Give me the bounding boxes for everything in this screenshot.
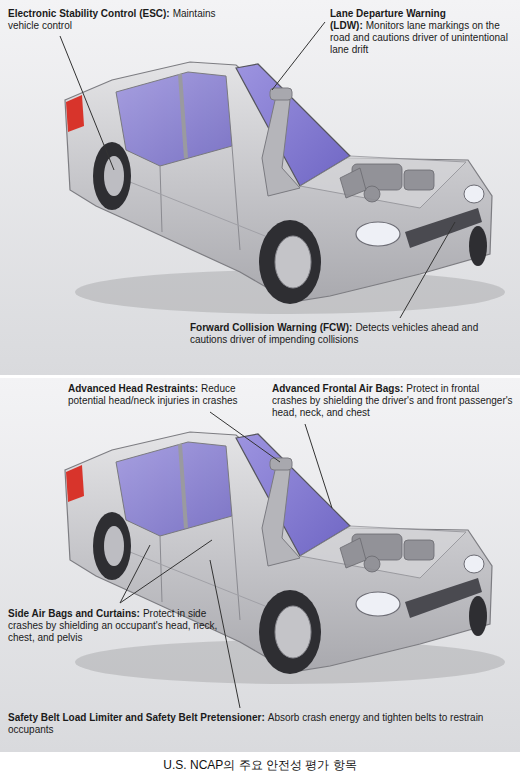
callout: Advanced Frontal Air Bags:Protect in fro… bbox=[272, 383, 516, 419]
callout: Forward Collision Warning (FCW):Detects … bbox=[190, 322, 515, 346]
callout-heading: Side Air Bags and Curtains: bbox=[8, 608, 140, 619]
callout-heading: Forward Collision Warning (FCW): bbox=[190, 322, 352, 333]
callout: Safety Belt Load Limiter and Safety Belt… bbox=[8, 712, 513, 736]
figure-caption: U.S. NCAP의 주요 안전성 평가 항목 bbox=[0, 757, 520, 773]
callout: Side Air Bags and Curtains:Protect in si… bbox=[8, 608, 240, 644]
callout-heading: Electronic Stability Control (ESC): bbox=[8, 8, 170, 19]
callout: Electronic Stability Control (ESC):Maint… bbox=[8, 8, 240, 32]
callout: Advanced Head Restraints:Reduce potentia… bbox=[68, 383, 268, 407]
top-panel bbox=[0, 0, 520, 375]
callout-heading: Advanced Frontal Air Bags: bbox=[272, 383, 403, 394]
car-top bbox=[65, 62, 505, 314]
callout-heading: Safety Belt Load Limiter and Safety Belt… bbox=[8, 712, 265, 723]
callout: Lane Departure Warning (LDW):Monitors la… bbox=[330, 8, 516, 56]
callout-heading: Advanced Head Restraints: bbox=[68, 383, 198, 394]
bottom-panel bbox=[0, 378, 520, 752]
car-bottom bbox=[65, 432, 505, 684]
leader-lines bbox=[60, 22, 455, 708]
